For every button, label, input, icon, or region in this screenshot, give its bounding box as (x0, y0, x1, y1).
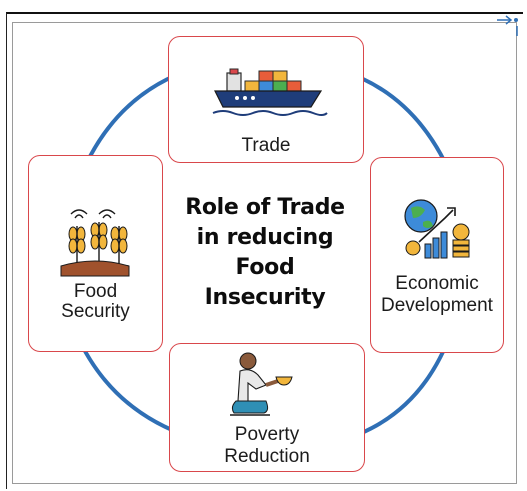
wheat-field-icon (60, 209, 130, 277)
node-poverty-reduction-label-line2: Reduction (224, 446, 310, 467)
diagram-title: Role of Trade in reducing Food Insecurit… (170, 193, 360, 313)
node-economic-development-label-line1: Economic (395, 273, 479, 294)
globe-coins-growth-icon (404, 199, 470, 259)
node-poverty-reduction: Poverty Reduction (169, 343, 365, 472)
title-line-3: Food (235, 255, 295, 280)
cargo-ship-icon (212, 68, 328, 116)
node-food-security-label-line2: Security (61, 301, 130, 322)
node-economic-development-label-line2: Development (381, 295, 493, 316)
node-food-security: Food Security (28, 155, 163, 352)
title-line-4: Insecurity (204, 285, 326, 310)
person-receiving-bowl-icon (230, 352, 293, 416)
inner-frame (12, 22, 517, 484)
title-line-2: in reducing (196, 225, 334, 250)
node-poverty-reduction-label-line1: Poverty (234, 424, 300, 445)
node-trade-label: Trade (241, 135, 291, 156)
outer-frame (6, 12, 523, 489)
title-line-1: Role of Trade (185, 195, 345, 220)
node-food-security-label-line1: Food (73, 281, 118, 302)
node-trade: Trade (168, 36, 364, 163)
corner-mark (497, 15, 513, 25)
node-economic-development: Economic Development (370, 157, 504, 353)
